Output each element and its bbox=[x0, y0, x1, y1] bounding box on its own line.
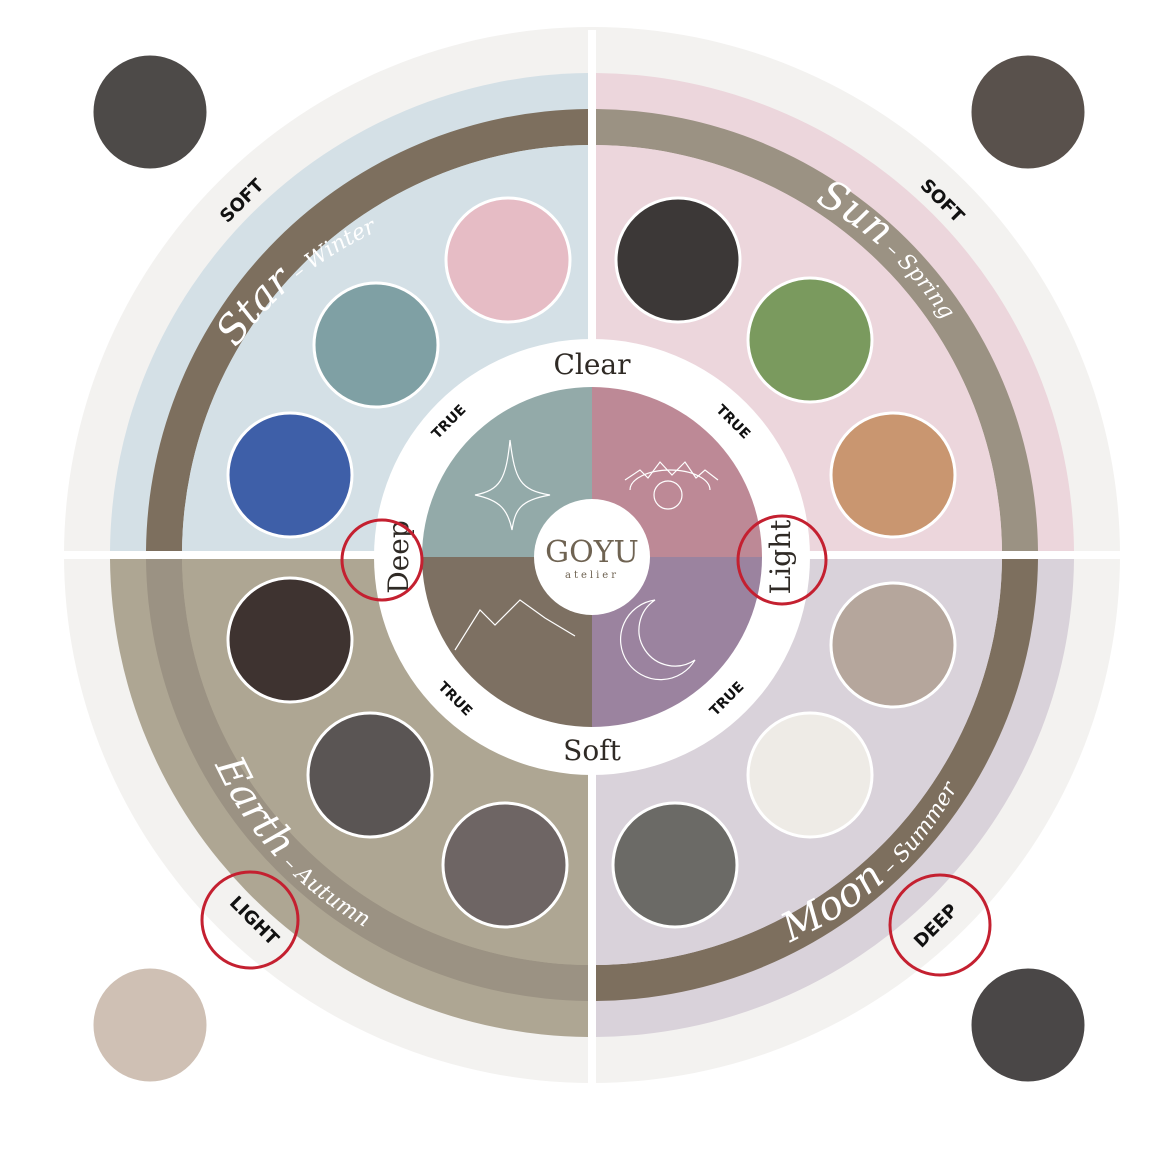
portrait-photo bbox=[314, 283, 438, 407]
portrait-photo bbox=[228, 578, 352, 702]
portrait-photo bbox=[616, 198, 740, 322]
portrait-photo bbox=[970, 54, 1086, 170]
portrait-photo bbox=[831, 583, 955, 707]
axis-label-bottom: Soft bbox=[563, 734, 621, 767]
portrait-photo bbox=[92, 967, 208, 1083]
portrait-photo bbox=[446, 198, 570, 322]
brand-name: GOYU bbox=[545, 535, 639, 570]
portrait-photo bbox=[228, 413, 352, 537]
portrait-photo bbox=[613, 803, 737, 927]
portrait-photo bbox=[970, 967, 1086, 1083]
axis-label-top: Clear bbox=[553, 348, 631, 381]
portrait-photo bbox=[308, 713, 432, 837]
brand-sub: atelier bbox=[565, 570, 619, 581]
portrait-photo bbox=[748, 278, 872, 402]
portrait-photo bbox=[748, 713, 872, 837]
portrait-photo bbox=[831, 413, 955, 537]
portrait-photo bbox=[92, 54, 208, 170]
portrait-photo bbox=[443, 803, 567, 927]
axis-label-right: Light bbox=[764, 519, 797, 595]
